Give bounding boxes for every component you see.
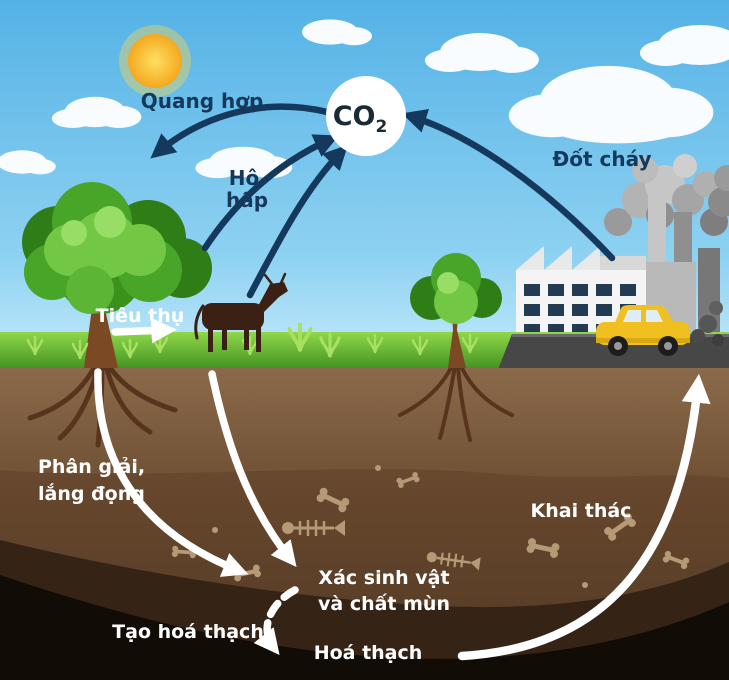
cow-icon xyxy=(194,272,288,352)
cloud-icon xyxy=(0,150,56,175)
arrow-extraction xyxy=(457,373,711,661)
clouds xyxy=(0,19,729,179)
dark-arrows xyxy=(150,103,616,299)
label-respiration-line1: Hô xyxy=(229,166,259,190)
sun-icon xyxy=(119,25,191,97)
label-respiration-line2: hấp xyxy=(226,188,268,212)
label-fossilization: Tạo hoá thạch xyxy=(112,621,264,643)
label-combustion: Đốt cháy xyxy=(552,147,651,171)
cloud-icon xyxy=(302,19,372,46)
label-fossil: Hoá thạch xyxy=(314,642,423,664)
arrow-combustion xyxy=(401,109,616,262)
cloud-icon xyxy=(195,146,293,179)
label-decomposition-line2: lắng đọng xyxy=(38,482,145,505)
cloud-icon xyxy=(508,65,714,144)
co2-node: CO2 xyxy=(326,76,406,156)
arrow-decomposition-animal xyxy=(208,370,297,567)
label-consumption: Tiêu thụ xyxy=(96,305,185,327)
tree-large-icon xyxy=(22,182,212,368)
label-photosynthesis: Quang hợp xyxy=(141,89,264,113)
arrow-decomposition-tree xyxy=(94,368,249,577)
co2-label: CO2 xyxy=(333,101,388,137)
label-remains-line2: và chất mùn xyxy=(318,592,450,615)
cloud-icon xyxy=(51,96,142,128)
factory-smoke-icon xyxy=(604,154,729,236)
cloud-icon xyxy=(424,33,539,73)
soil xyxy=(0,368,729,680)
car-icon xyxy=(596,301,724,356)
arrow-fossilization xyxy=(253,586,299,655)
arrow-respiration-plant xyxy=(201,134,339,252)
cloud-icon xyxy=(640,25,729,66)
arrow-consumption xyxy=(111,317,177,344)
tree-small-icon xyxy=(410,253,502,368)
label-extraction: Khai thác xyxy=(531,500,632,522)
white-arrows xyxy=(94,317,711,661)
bones-icon xyxy=(171,465,691,588)
arrow-photosynthesis xyxy=(150,103,331,159)
arrow-respiration-animal xyxy=(246,144,349,299)
label-remains-line1: Xác sinh vật xyxy=(318,567,449,589)
labels: Quang hợp Hô hấp Đốt cháy Tiêu thụ Phân … xyxy=(38,89,652,664)
label-decomposition-line1: Phân giải, xyxy=(38,456,145,478)
car-exhaust-icon xyxy=(691,301,724,346)
tree-roots xyxy=(27,363,514,448)
